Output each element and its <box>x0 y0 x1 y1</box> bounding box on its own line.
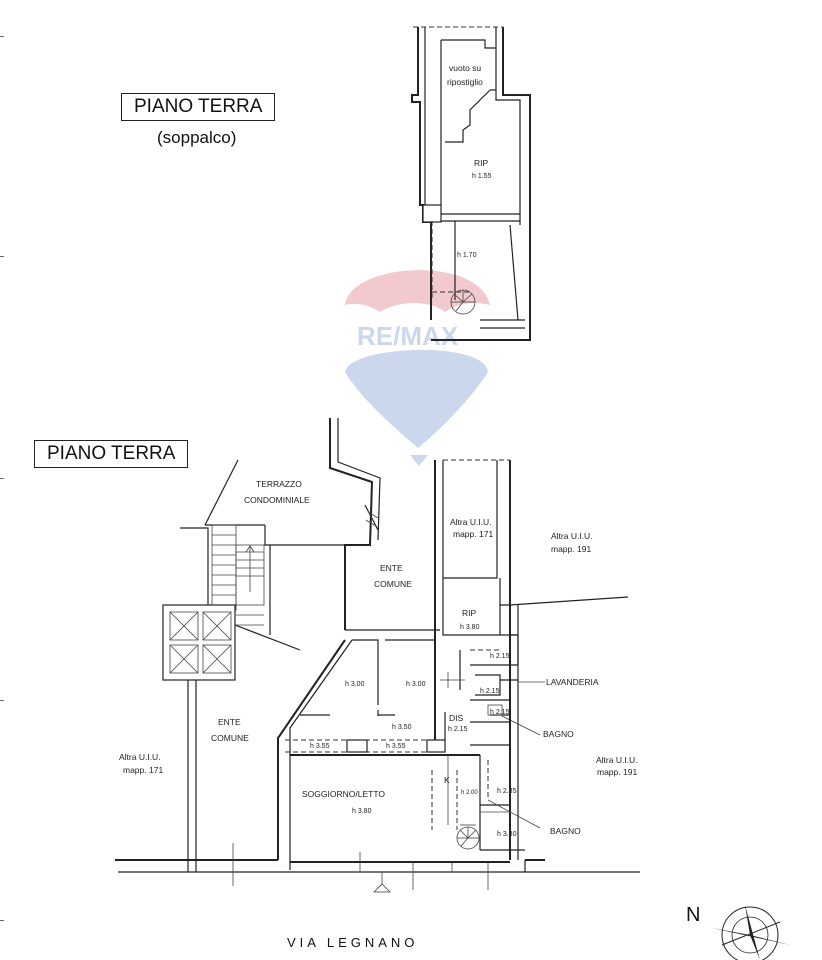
room-label: CONDOMINIALE <box>244 495 310 505</box>
height-label: h 3.00 <box>406 681 426 688</box>
neighbor-label: mapp. 171 <box>123 765 164 775</box>
room-label: vuoto su <box>449 63 482 73</box>
height-label: h 2.15 <box>490 709 510 716</box>
street-name: VIA LEGNANO <box>287 935 419 950</box>
neighbor-label: Altra U.I.U. <box>119 752 161 762</box>
height-label: h 3.50 <box>392 724 412 731</box>
height-label: h 3.55 <box>310 743 330 750</box>
room-label: DIS <box>449 713 464 723</box>
watermark-text: RE/MAX <box>357 321 459 351</box>
room-label: ripostiglio <box>447 77 483 87</box>
height-label: h 1.55 <box>472 173 492 180</box>
room-label: K <box>444 775 450 785</box>
neighbor-label: Altra U.I.U. <box>450 517 492 527</box>
mezzanine-subtitle: (soppalco) <box>157 128 237 147</box>
mezzanine-plan <box>411 26 531 341</box>
mezzanine-title: PIANO TERRA <box>121 93 276 121</box>
north-label: N <box>686 904 701 926</box>
height-label: h 3.80 <box>460 624 480 631</box>
room-label: SOGGIORNO/LETTO <box>302 789 385 799</box>
height-label: h 2.15 <box>490 653 510 660</box>
margin-tick <box>0 920 4 921</box>
ground-title: PIANO TERRA <box>34 440 189 468</box>
neighbor-label: mapp. 171 <box>453 529 494 539</box>
room-label: COMUNE <box>211 733 249 743</box>
neighbor-label: mapp. 191 <box>551 544 592 554</box>
height-label: h 2.15 <box>448 726 468 733</box>
room-label: BAGNO <box>550 826 581 836</box>
room-label: ENTE <box>218 717 241 727</box>
margin-tick <box>0 256 4 257</box>
margin-tick <box>0 478 4 479</box>
height-label: h 3.00 <box>345 681 365 688</box>
room-label: RIP <box>474 158 489 168</box>
height-label: h 3.55 <box>386 743 406 750</box>
neighbor-label: Altra U.I.U. <box>551 531 593 541</box>
room-label: RIP <box>462 608 477 618</box>
watermark-logo: RE/MAX <box>345 270 490 466</box>
room-label: TERRAZZO <box>256 479 302 489</box>
height-label: h 2.85 <box>497 788 517 795</box>
neighbor-label: mapp. 191 <box>597 767 638 777</box>
height-label: h 2.15 <box>480 688 500 695</box>
height-label: h 1.70 <box>457 252 477 259</box>
room-label: ENTE <box>380 563 403 573</box>
room-label: LAVANDERIA <box>546 677 599 687</box>
margin-tick <box>0 700 4 701</box>
ground-plan <box>115 418 640 893</box>
height-label: h 3.80 <box>352 808 372 815</box>
neighbor-label: Altra U.I.U. <box>596 755 638 765</box>
room-label: COMUNE <box>374 579 412 589</box>
room-label: BAGNO <box>543 729 574 739</box>
height-label: h 2.00 <box>461 790 478 796</box>
margin-tick <box>0 36 4 37</box>
height-label: h 3.80 <box>497 831 517 838</box>
compass-icon <box>712 905 790 960</box>
